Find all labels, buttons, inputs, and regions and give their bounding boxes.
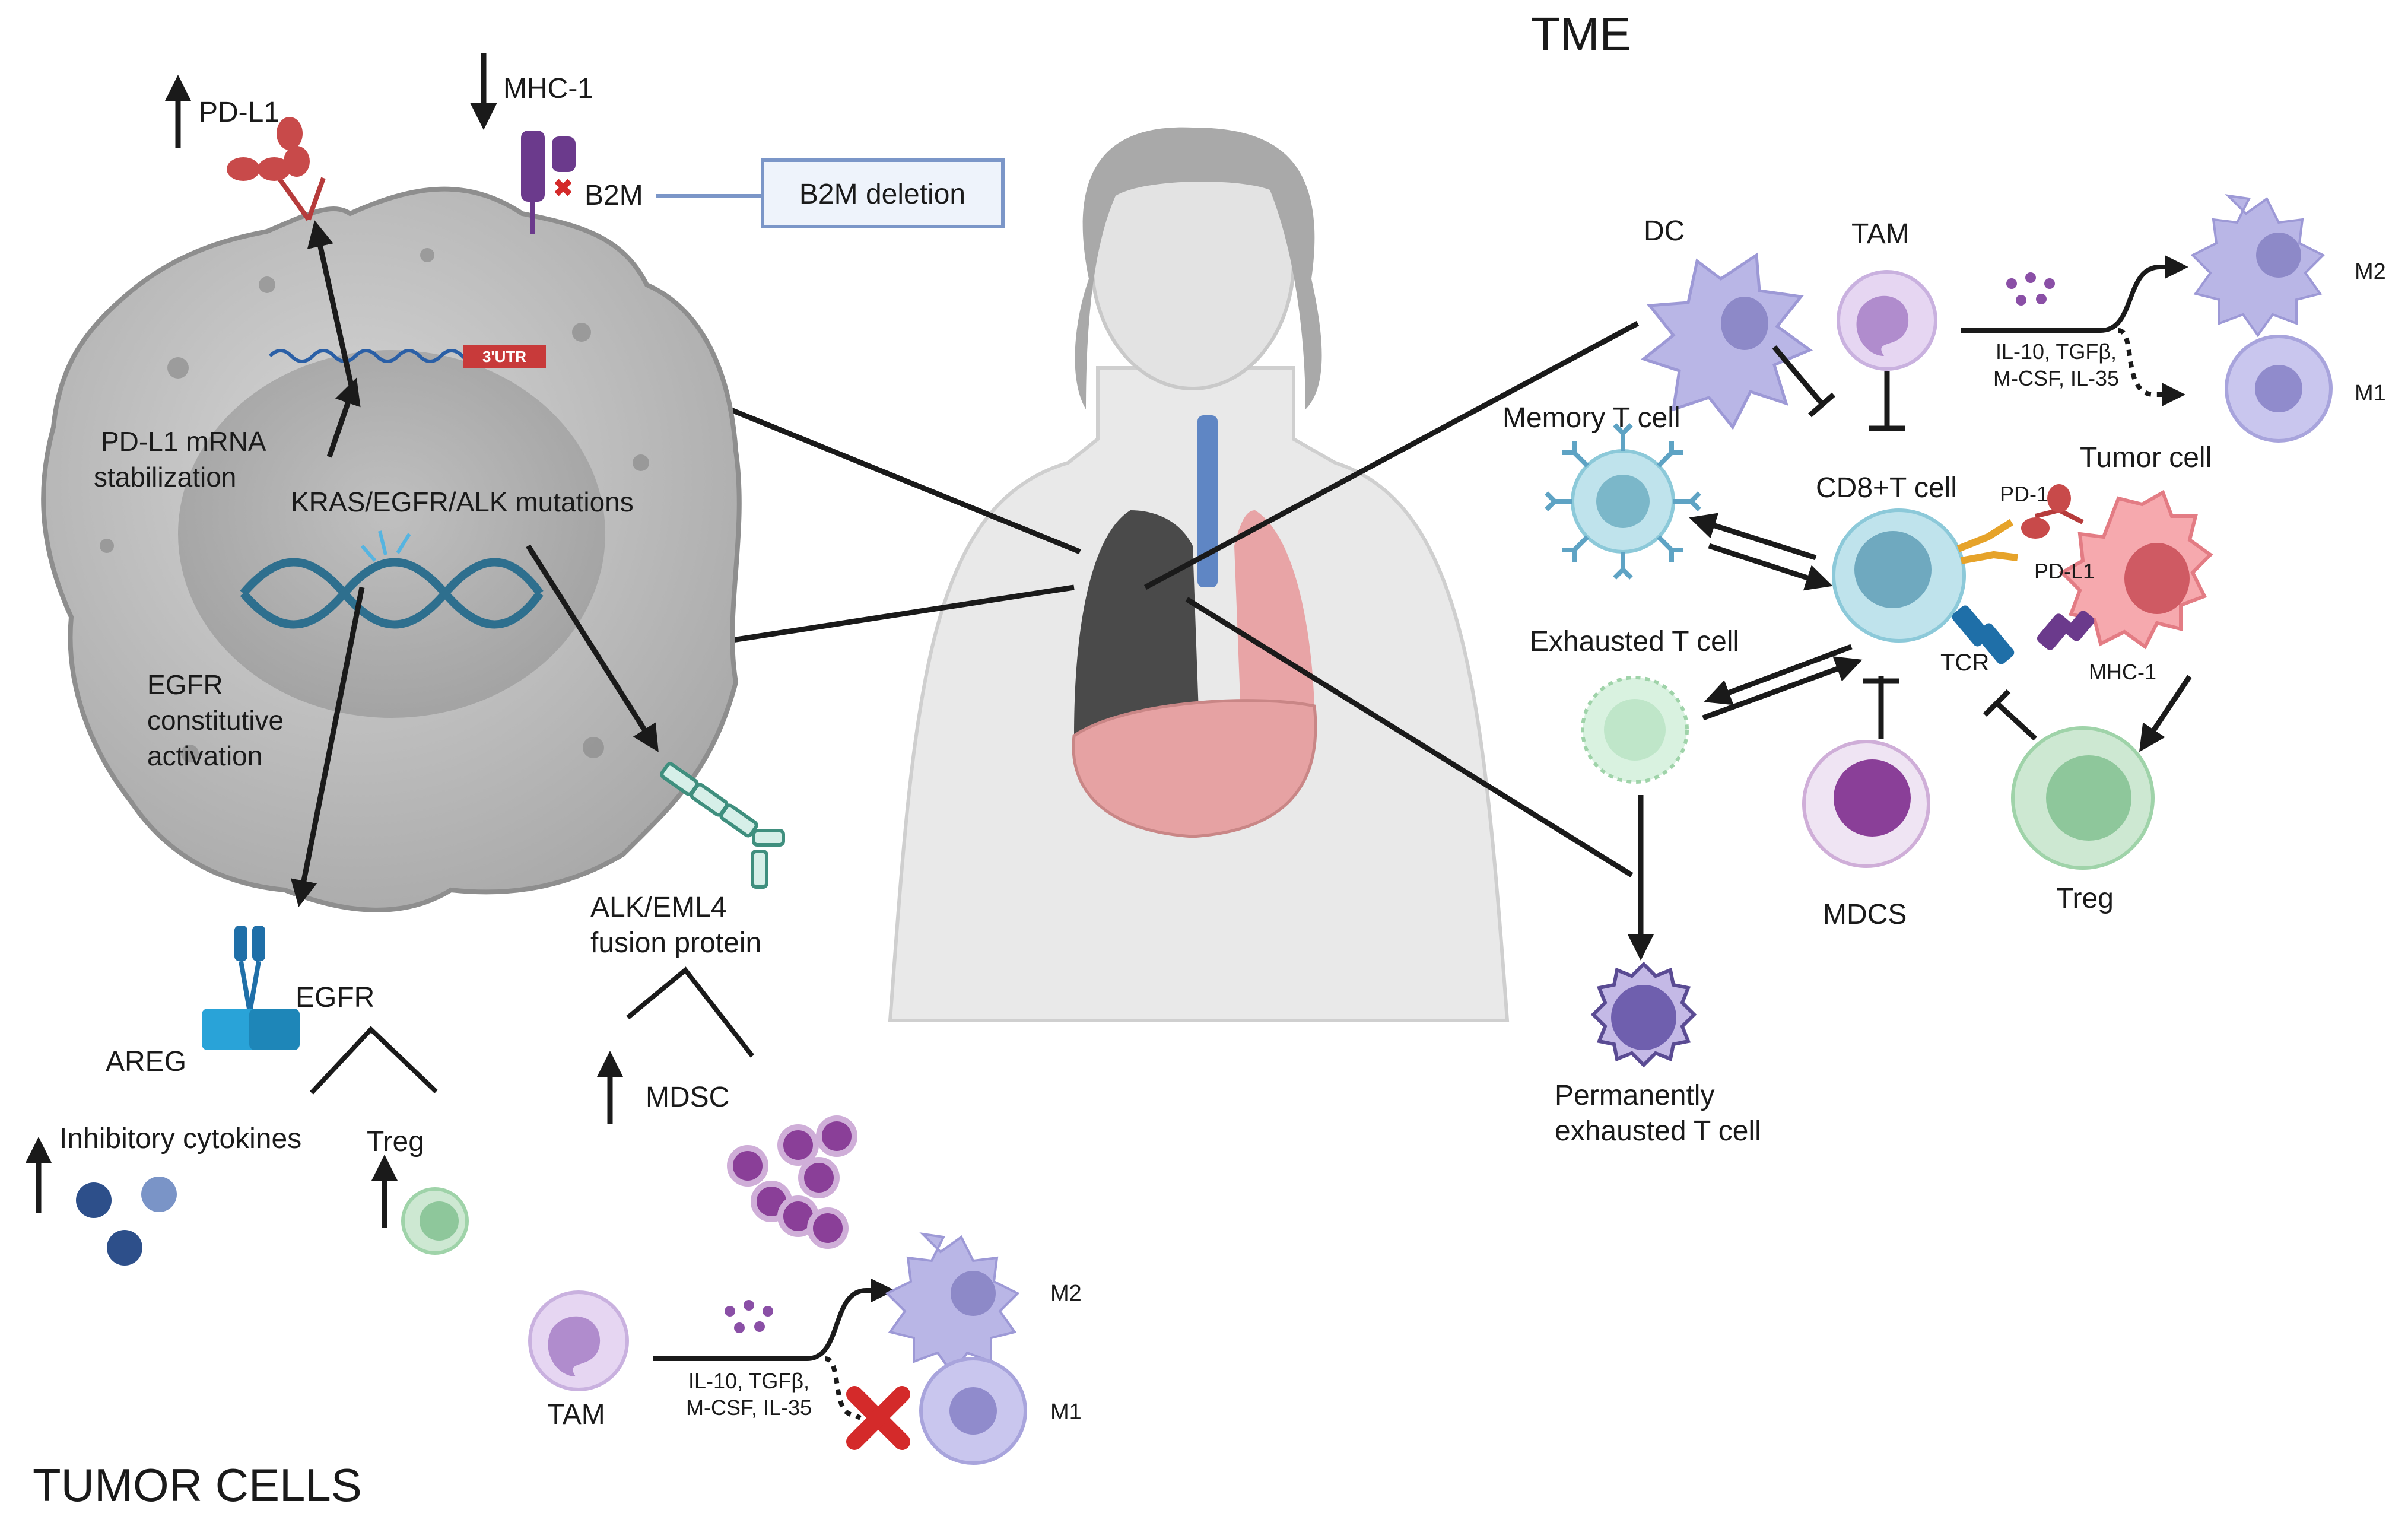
dc-inhibit-bar — [1808, 392, 1835, 418]
mdsc-label: MDSC — [646, 1082, 729, 1113]
treg-cell-icon-left — [401, 1187, 469, 1255]
left-lung-tumor — [1074, 510, 1199, 742]
dna-helix-icon — [240, 558, 544, 629]
mdsc-cluster-icon — [727, 1115, 857, 1249]
m2-macrophage-icon-top — [2190, 194, 2326, 338]
blocked-cross-icon — [846, 1386, 910, 1450]
lungs — [1072, 415, 1317, 838]
exhausted-t-cell-label: Exhausted T cell — [1530, 626, 1739, 657]
cytokine-dots-bottom-icon — [725, 1300, 773, 1333]
memory-t-cell-icon — [1545, 423, 1701, 580]
m1-polarization-arrow-top — [2117, 328, 2185, 406]
exhausted-t-cell-icon — [1581, 676, 1689, 784]
pd1-label: PD-1 — [2000, 482, 2048, 506]
mhc1-label-right: MHC-1 — [2089, 660, 2156, 684]
mdcs-label: MDCS — [1823, 899, 1907, 930]
tumor-cells-title: TUMOR CELLS — [33, 1459, 362, 1511]
mutations-label: KRAS/EGFR/ALK mutations — [291, 487, 634, 517]
cd8-t-cell-icon — [1832, 508, 1966, 643]
pdl1-ligand-icon-right — [2021, 484, 2084, 539]
mhc1-molecule-icon — [521, 131, 576, 234]
pdl1-label: PD-L1 — [199, 97, 279, 128]
tumor-cell: 3'UTR PD-L1 mRNA stabilization KRAS/EGFR… — [41, 186, 742, 912]
cytokines-bottom-line1: IL-10, TGFβ, — [688, 1369, 809, 1393]
treg-inhibit-line — [1994, 701, 2038, 741]
cd8-t-cell-label: CD8+T cell — [1816, 472, 1957, 504]
m2-polarization-arrow-bottom — [653, 1279, 895, 1361]
trachea — [1197, 415, 1218, 587]
m1-label-bottom: M1 — [1050, 1400, 1082, 1425]
connector-lines — [709, 321, 1640, 877]
m2-macrophage-icon-bottom — [885, 1232, 1020, 1376]
mhc1-label: MHC-1 — [503, 73, 593, 104]
cytokine-dots-top-icon — [2006, 272, 2055, 306]
alk-eml4-label-line1: ALK/EML4 — [590, 892, 726, 923]
cytokines-top-line1: IL-10, TGFβ, — [1996, 339, 2117, 364]
tme-title: TME — [1531, 8, 1631, 61]
pdl1-mrna-label-line1: PD-L1 mRNA — [101, 426, 266, 457]
dc-cell-icon — [1640, 252, 1813, 430]
tumor-cell-icon-right — [2059, 489, 2213, 650]
tam-cell-icon-bottom — [528, 1290, 629, 1391]
treg-inhibit-bar — [1983, 689, 2011, 717]
egfr-activation-line1: EGFR — [147, 669, 223, 700]
m1-polarization-arrow-bottom — [824, 1356, 862, 1420]
tcr-label: TCR — [1940, 650, 1989, 676]
pdl1-receptor-icon — [227, 117, 326, 221]
utr-label: 3'UTR — [482, 348, 526, 365]
cytokines-top-line2: M-CSF, IL-35 — [1993, 366, 2119, 390]
tumor-nucleus — [178, 350, 605, 718]
dc-label: DC — [1644, 215, 1685, 247]
alk-eml4-fusion-icon — [660, 762, 785, 889]
cd8-to-memory-arrow — [1708, 543, 1833, 591]
tam-label-bottom: TAM — [547, 1399, 605, 1430]
treg-cell-icon-right — [2011, 726, 2155, 870]
m1-macrophage-icon-top — [2225, 335, 2333, 443]
pd1-receptor-icon — [1956, 519, 2018, 564]
inhibitory-cytokines-label: Inhibitory cytokines — [59, 1123, 301, 1155]
alk-eml4-label-line2: fusion protein — [590, 927, 761, 959]
diaphragm — [1072, 699, 1317, 838]
m2-label-bottom: M2 — [1050, 1281, 1082, 1306]
b2m-deletion-box — [761, 158, 1005, 228]
m1-macrophage-icon-bottom — [919, 1357, 1027, 1465]
egfr-receptor-icon — [202, 926, 300, 1050]
cytokines-bottom-line2: M-CSF, IL-35 — [686, 1395, 812, 1420]
cytokine-spheres-icon — [76, 1177, 177, 1266]
egfr-label: EGFR — [296, 982, 374, 1013]
human-body-figure — [888, 127, 1510, 1022]
b2m-deletion-label: B2M deletion — [799, 179, 965, 210]
pdl1-label-right: PD-L1 — [2034, 559, 2095, 583]
memory-to-cd8-arrow — [1689, 513, 1817, 561]
m2-label-top: M2 — [2355, 259, 2386, 284]
mdcs-cell-icon — [1802, 740, 1930, 868]
m1-label-top: M1 — [2355, 381, 2386, 406]
exhausted-to-cd8-arrow — [1702, 656, 1863, 721]
egfr-activation-line3: activation — [147, 740, 262, 771]
tumor-to-treg-arrow — [2139, 675, 2192, 752]
tam-label-top: TAM — [1851, 218, 1910, 250]
cd8-to-exhausted-arrow — [1704, 644, 1853, 705]
mhc1-molecule-icon-right — [2037, 611, 2095, 650]
m2-polarization-arrow-top — [1961, 255, 2188, 333]
egfr-branch — [310, 1026, 438, 1095]
utr-box — [463, 345, 546, 368]
permanently-exhausted-line2: exhausted T cell — [1555, 1115, 1761, 1147]
permanently-exhausted-t-cell-icon — [1590, 961, 1697, 1068]
permanently-exhausted-line1: Permanently — [1555, 1080, 1714, 1111]
areg-label: AREG — [106, 1046, 186, 1077]
treg-label-right: Treg — [2056, 883, 2114, 914]
right-lung — [1234, 510, 1314, 706]
tcr-receptor-icon — [1952, 605, 2015, 664]
pdl1-mrna-label-line2: stabilization — [94, 462, 236, 492]
tam-cell-icon-top — [1837, 270, 1937, 371]
b2m-label: B2M — [584, 180, 643, 211]
dc-inhibit-line — [1772, 345, 1824, 405]
treg-label-left: Treg — [367, 1126, 424, 1158]
memory-t-cell-label: Memory T cell — [1502, 402, 1680, 434]
alk-branch — [626, 966, 755, 1058]
egfr-activation-line2: constitutive — [147, 705, 284, 736]
tumor-cell-label: Tumor cell — [2080, 442, 2212, 473]
